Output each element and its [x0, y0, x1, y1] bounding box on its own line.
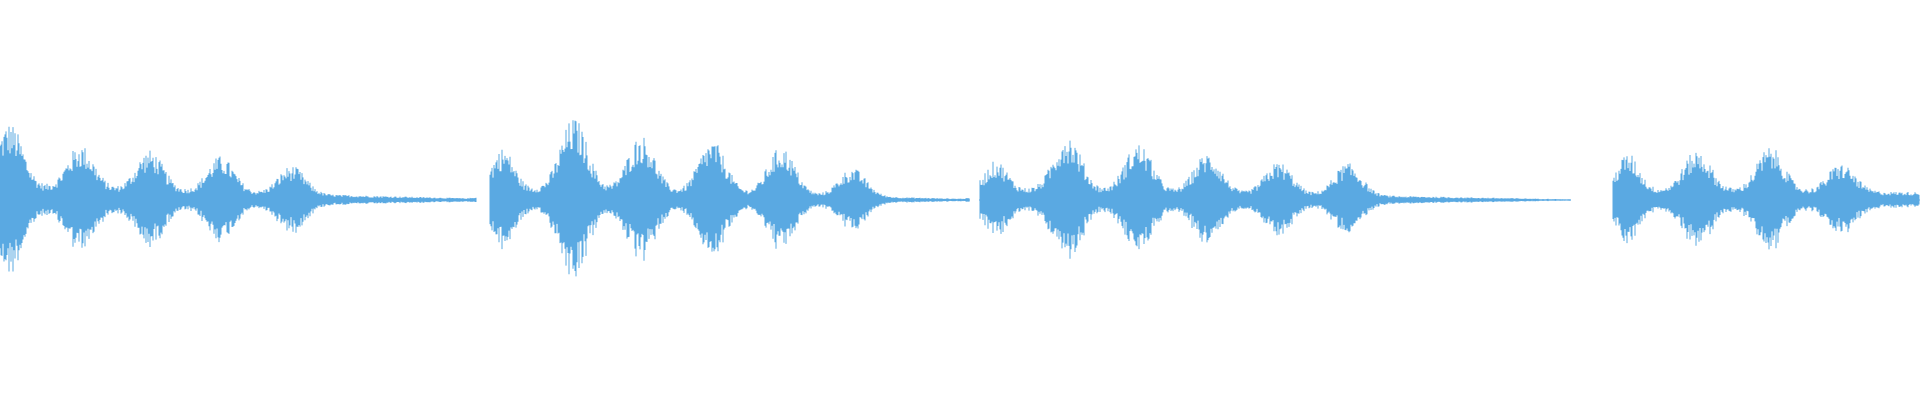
waveform-path	[0, 120, 1920, 277]
